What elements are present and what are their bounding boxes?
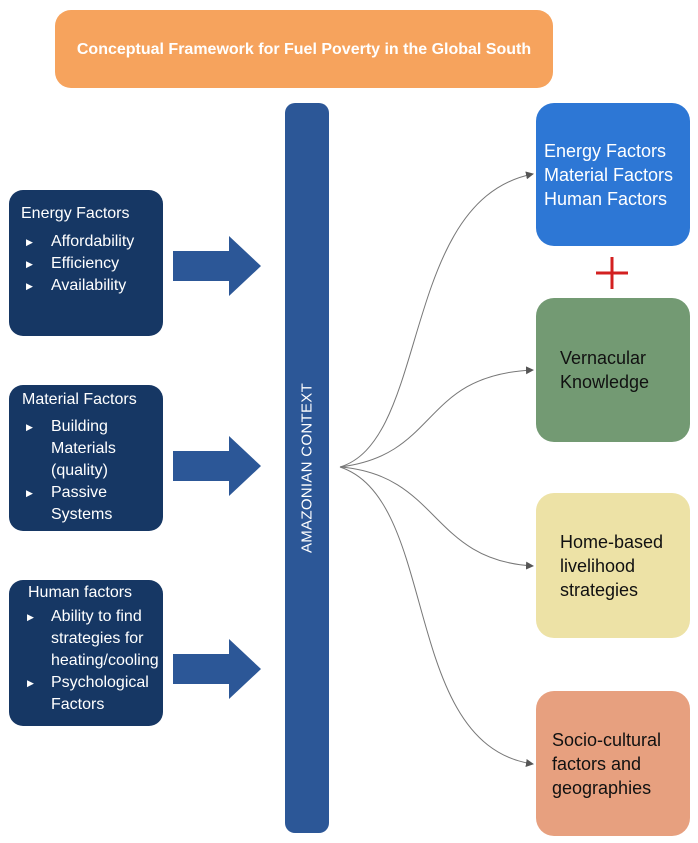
energy-factors-box: Energy Factors ▶Affordability ▶Efficienc… xyxy=(9,190,163,336)
vernacular-knowledge-box: Vernacular Knowledge xyxy=(536,298,690,442)
bullet-icon: ▶ xyxy=(26,281,33,291)
socio-cultural-box: Socio-cultural factors and geographies xyxy=(536,691,690,836)
combined-factors-box: Energy Factors Material Factors Human Fa… xyxy=(536,103,690,246)
material-factors-heading: Material Factors xyxy=(22,391,137,408)
list-item: ▶Passive Systems xyxy=(26,484,113,523)
connector-to-socio xyxy=(339,466,534,767)
list-item: ▶Ability to find strategies for heating/… xyxy=(27,608,159,669)
list-item: ▶Availability xyxy=(21,275,163,297)
connector-to-home xyxy=(339,466,534,570)
connector-to-energy xyxy=(339,171,534,468)
list-item: ▶Affordability xyxy=(21,231,163,253)
list-item: ▶Efficiency xyxy=(21,253,163,275)
bullet-icon: ▶ xyxy=(26,422,33,432)
right-arrow-icon xyxy=(173,639,261,699)
list-item: ▶Building Materials (quality) xyxy=(26,418,116,479)
material-factors-box: Material Factors ▶Building Materials (qu… xyxy=(9,385,163,531)
home-based-livelihood-box: Home-based livelihood strategies xyxy=(536,493,690,638)
right-arrow-icon xyxy=(173,436,261,496)
connector-to-vernacular xyxy=(339,366,534,468)
human-factors-box: Human factors ▶Ability to find strategie… xyxy=(9,580,163,726)
right-arrow-icon xyxy=(173,236,261,296)
bullet-icon: ▶ xyxy=(27,678,34,688)
bullet-icon: ▶ xyxy=(26,259,33,269)
amazonian-context-pillar xyxy=(285,103,329,833)
human-factors-heading: Human factors xyxy=(28,584,133,601)
energy-factors-heading: Energy Factors xyxy=(21,205,130,222)
list-item: ▶Psychological Factors xyxy=(27,674,149,713)
plus-icon xyxy=(596,257,628,289)
bullet-icon: ▶ xyxy=(27,612,34,622)
bullet-icon: ▶ xyxy=(26,237,33,247)
framework-title: Conceptual Framework for Fuel Poverty in… xyxy=(55,10,553,88)
bullet-icon: ▶ xyxy=(26,488,33,498)
